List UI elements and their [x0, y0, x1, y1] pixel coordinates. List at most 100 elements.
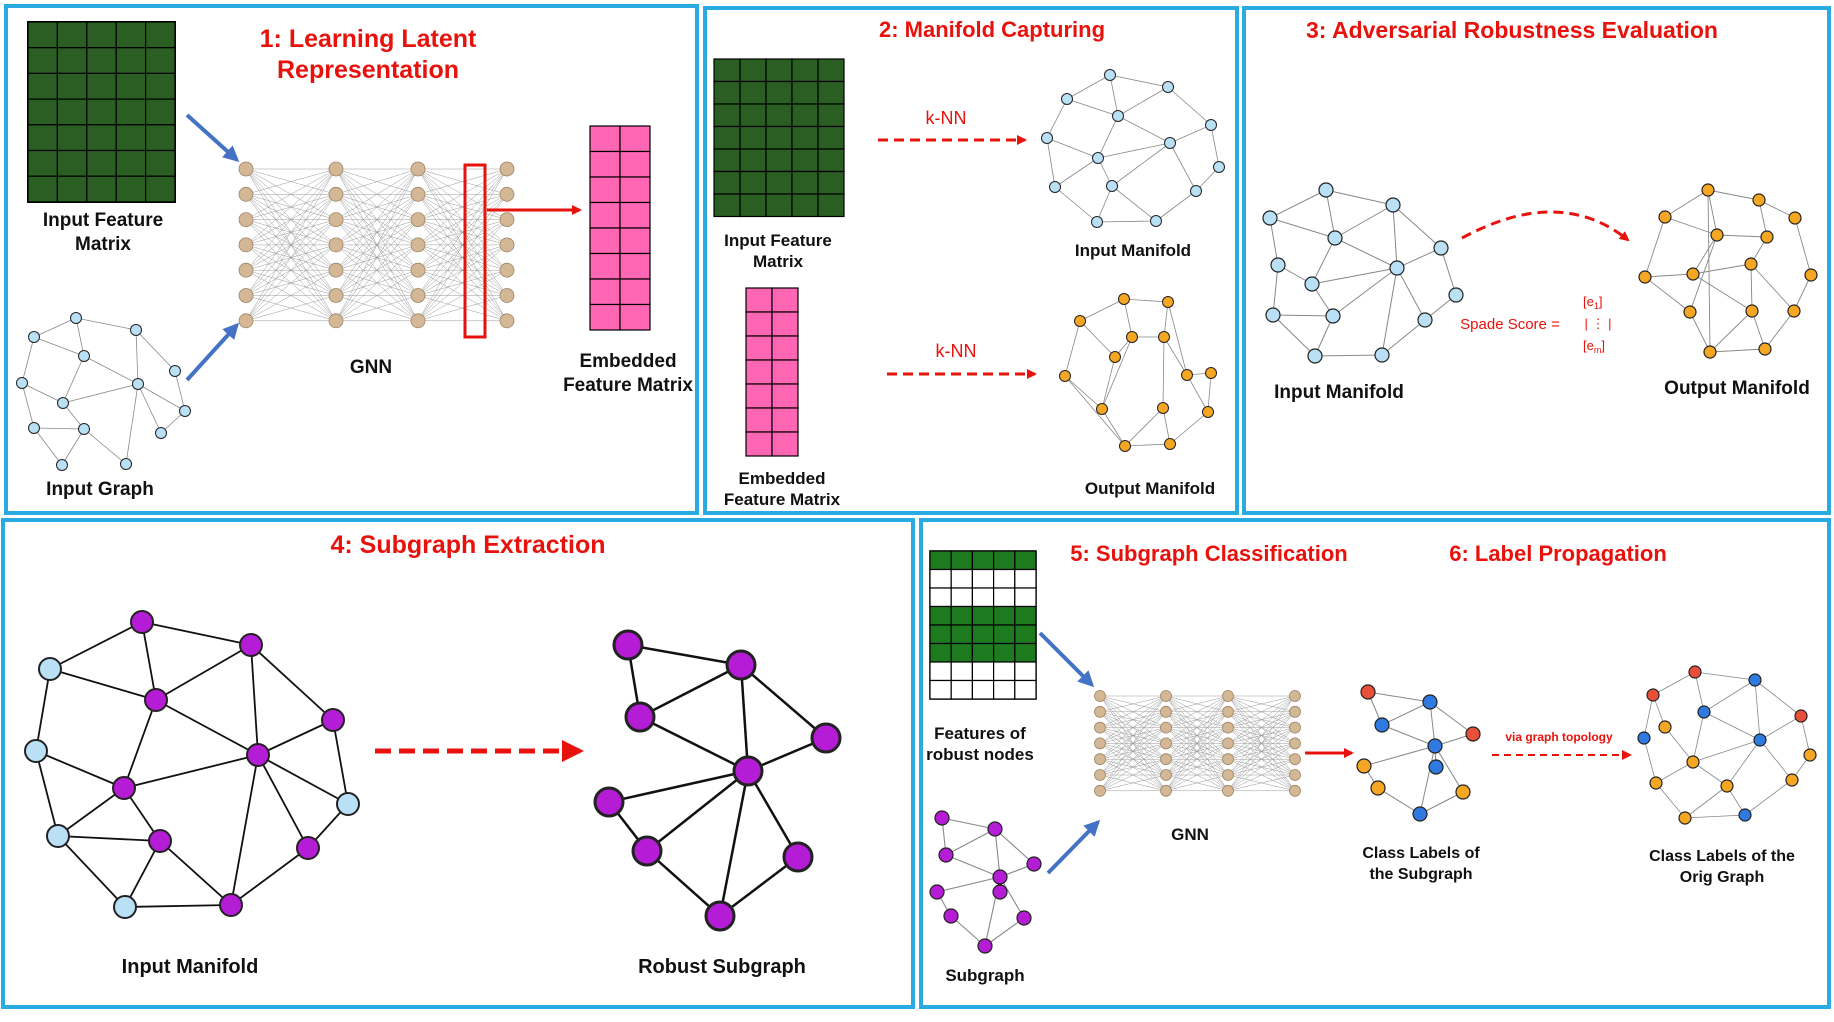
graph-node	[1683, 305, 1697, 319]
gnn-edge	[1165, 695, 1229, 791]
gnn-neuron	[410, 288, 426, 303]
gnn-neuron	[1160, 784, 1172, 797]
matrix-cell	[771, 311, 799, 337]
graph-node	[1427, 738, 1443, 754]
gnn-edge	[335, 269, 419, 322]
p2-embedded-label-line2: Feature Matrix	[724, 490, 841, 509]
matrix-cell	[86, 175, 117, 203]
graph-node	[148, 829, 172, 853]
matrix-cell	[619, 303, 651, 331]
gnn-neuron	[410, 212, 426, 228]
graph-node	[1091, 216, 1103, 228]
matrix-cell	[765, 58, 793, 83]
graph-node	[992, 869, 1008, 885]
panel-frames	[1, 4, 1831, 1009]
graph-edge	[135, 329, 139, 385]
matrix-cell	[56, 149, 88, 177]
graph-edge	[941, 817, 996, 830]
graph-edge	[1311, 237, 1336, 285]
matrix-cell	[950, 605, 974, 626]
matrix-cell	[765, 193, 793, 218]
graph-node	[1190, 185, 1202, 197]
graph-edge	[1707, 189, 1711, 353]
graph-edge	[740, 664, 827, 739]
panel-3-frame	[1242, 6, 1831, 515]
panel-5-frame	[919, 518, 1831, 1009]
matrix-cell	[145, 72, 176, 100]
graph-edge	[1707, 189, 1760, 201]
gnn-neuron	[328, 237, 344, 253]
gnn-neuron	[499, 313, 515, 329]
graph-edge	[1066, 74, 1111, 100]
matrix-cell	[745, 359, 773, 385]
graph-edge	[1096, 220, 1157, 223]
matrix-cell	[56, 47, 88, 75]
gnn-edge	[1099, 727, 1167, 791]
graph-edge	[1434, 745, 1464, 793]
gnn-neuron	[1094, 705, 1106, 718]
graph-edge	[718, 770, 750, 917]
matrix-cell	[992, 661, 1016, 682]
graph-edge	[1664, 726, 1694, 763]
graph-edge	[21, 336, 35, 384]
graph-node	[1318, 182, 1334, 198]
gnn-edge	[417, 168, 508, 271]
graph-node	[1646, 688, 1660, 702]
graph-edge	[1096, 185, 1113, 223]
graph-edge	[1751, 310, 1766, 350]
graph-node	[1745, 304, 1759, 318]
gnn-neuron	[499, 288, 515, 303]
graph-node	[1701, 183, 1715, 197]
graph-edge	[1109, 74, 1169, 88]
matrix-cell	[992, 587, 1016, 608]
gnn-edge	[245, 168, 337, 321]
graph-node	[56, 459, 68, 471]
graph-node	[782, 841, 814, 873]
graph-edge	[230, 754, 259, 906]
gnn-neuron	[1289, 737, 1301, 750]
graph-edge	[1754, 679, 1802, 717]
graph-node	[24, 739, 48, 763]
input-feature-matrix-label-line1: Input Feature	[43, 210, 163, 231]
graph-node	[938, 847, 954, 863]
graph-node	[1697, 705, 1711, 719]
matrix-cell	[115, 98, 147, 126]
gnn-edge	[417, 269, 508, 322]
graph-edge	[1644, 216, 1666, 278]
gnn-edge	[1227, 711, 1296, 791]
matrix-cell	[739, 148, 767, 173]
graph-node	[46, 824, 70, 848]
graph-edge	[137, 383, 162, 434]
graph-edge	[83, 355, 139, 385]
graph-edge	[1325, 189, 1336, 239]
features-label-line1: Features of	[934, 724, 1026, 743]
graph-edge	[1123, 298, 1133, 338]
graph-edge	[1800, 715, 1811, 756]
graph-node	[1710, 228, 1724, 242]
graph-node	[1688, 665, 1702, 679]
graph-edge	[1655, 782, 1686, 819]
matrix-cell	[713, 80, 741, 105]
gnn-neuron	[1289, 784, 1301, 797]
graph-edge	[1332, 267, 1398, 317]
matrix-cell	[971, 679, 995, 700]
matrix-cell	[971, 661, 995, 682]
graph-edge	[1655, 761, 1694, 784]
gnn-edge	[1099, 695, 1167, 713]
matrix-cell	[115, 72, 147, 100]
matrix-cell	[971, 550, 995, 571]
graph-edge	[1689, 234, 1718, 313]
graph-edge	[1381, 724, 1436, 747]
matrix-cell	[27, 21, 58, 49]
graph-node	[1374, 347, 1390, 363]
graph-edge	[1162, 407, 1171, 445]
graph-edge	[141, 621, 252, 646]
panel-6-title: 6: Label Propagation	[1449, 541, 1667, 566]
graph-edge	[230, 847, 309, 906]
matrix-cell	[1014, 587, 1037, 608]
graph-node	[78, 350, 90, 362]
gnn-edge	[245, 219, 337, 321]
graph-edge	[945, 828, 996, 856]
graph-node	[1412, 806, 1428, 822]
gnn-edge	[1227, 695, 1296, 776]
